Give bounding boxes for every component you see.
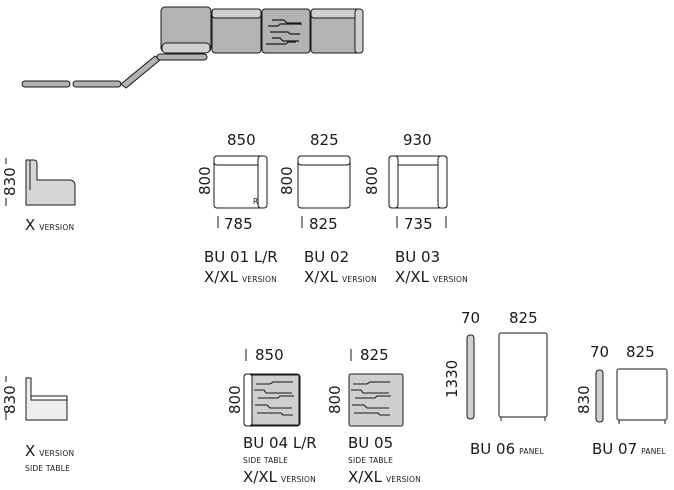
x-table-label: X <box>25 442 35 460</box>
x-table-suffix: VERSION <box>39 449 74 458</box>
x-table-extra: SIDE TABLE <box>25 464 70 473</box>
x-version-height: 830 <box>1 167 19 196</box>
bu03-top-width: 930 <box>403 131 432 149</box>
bu02-id: BU 02 <box>304 248 349 266</box>
bu01-suffix: VERSION <box>242 275 277 284</box>
bu03-suffix: VERSION <box>433 275 468 284</box>
armchair-side-icon <box>25 159 76 206</box>
bu03-bottom-width: 735 <box>404 215 433 233</box>
bu06-height: 1330 <box>443 360 461 398</box>
bu04-depth: 800 <box>226 385 244 414</box>
bu05-id: BU 05 <box>348 434 393 452</box>
bu06-width: 825 <box>509 309 538 327</box>
bu04-suffix: VERSION <box>281 475 316 484</box>
x-version-table-height: 830 <box>1 385 19 414</box>
bu04-top-width: 850 <box>255 346 284 364</box>
bu03-id: BU 03 <box>395 248 440 266</box>
bu05-depth: 800 <box>326 385 344 414</box>
side-table-pattern-icon <box>351 381 391 416</box>
bu02-suffix: VERSION <box>342 275 377 284</box>
bu02-depth: 800 <box>278 166 296 195</box>
bu04-line2: X/XL <box>243 468 278 486</box>
bu06-id: BU 06 <box>470 440 515 458</box>
module-bu06: 70 825 1330 BU 06 PANEL <box>443 309 548 458</box>
bu03-line2: X/XL <box>395 268 430 286</box>
bu06-thickness: 70 <box>461 309 480 327</box>
x-version-side-view: 830 X VERSION <box>1 158 76 234</box>
bu02-line2: X/XL <box>304 268 339 286</box>
x-version-label: X <box>25 216 35 234</box>
bu07-suffix: PANEL <box>641 447 666 456</box>
x-version-suffix: VERSION <box>39 223 74 232</box>
bu05-top-width: 825 <box>360 346 389 364</box>
bu05-sub: SIDE TABLE <box>348 456 393 465</box>
bu07-thickness: 70 <box>590 343 609 361</box>
bu01-depth: 800 <box>196 166 214 195</box>
bu01-marker: R <box>253 197 258 206</box>
bu05-suffix: VERSION <box>386 475 421 484</box>
bu05-line2: X/XL <box>348 468 383 486</box>
bu01-top-width: 850 <box>227 131 256 149</box>
bu02-top-width: 825 <box>310 131 339 149</box>
bu01-bottom-width: 785 <box>224 215 253 233</box>
overview-composition <box>21 6 364 89</box>
module-bu07: 70 825 830 BU 07 PANEL <box>575 343 668 458</box>
bu07-width: 825 <box>626 343 655 361</box>
x-version-side-table-view: 830 X VERSION SIDE TABLE <box>1 376 74 473</box>
bu01-line2: X/XL <box>204 268 239 286</box>
side-table-pattern-icon <box>254 381 294 416</box>
bu01-id: BU 01 L/R <box>204 248 278 266</box>
bu03-depth: 800 <box>363 166 381 195</box>
bu06-suffix: PANEL <box>519 447 544 456</box>
bu04-id: BU 04 L/R <box>243 434 317 452</box>
bu02-bottom-width: 825 <box>309 215 338 233</box>
bu07-id: BU 07 <box>592 440 637 458</box>
bu07-height: 830 <box>575 385 593 414</box>
bu04-sub: SIDE TABLE <box>243 456 288 465</box>
